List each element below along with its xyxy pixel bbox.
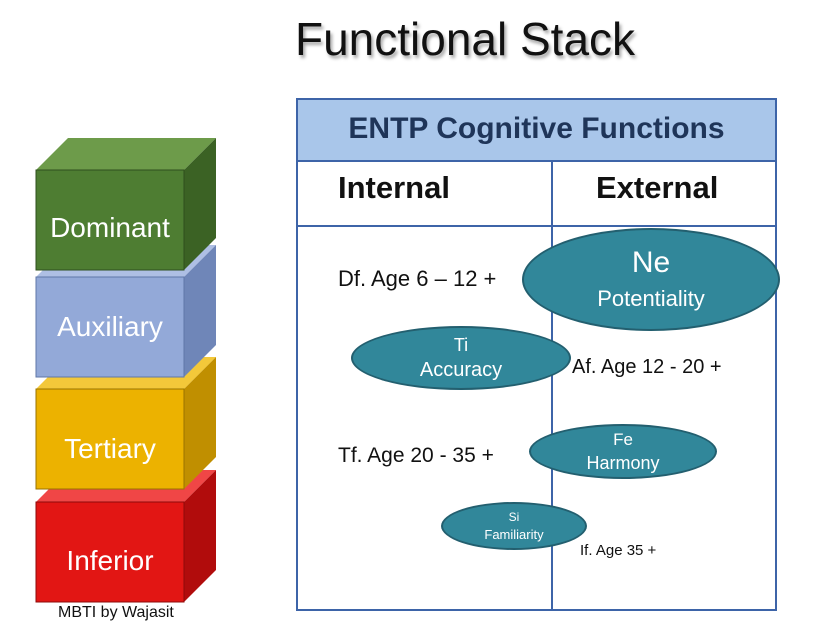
column-header-internal: Internal [338, 170, 450, 205]
age-label-tertiary: Tf. Age 20 - 35 + [338, 444, 494, 467]
stack-label-inferior: Inferior [66, 545, 153, 576]
stack-label-tertiary: Tertiary [64, 433, 156, 464]
function-name-fe: Harmony [586, 452, 660, 473]
age-label-inferior: If. Age 35 + [580, 542, 657, 559]
function-ellipse-fe: Fe Harmony [529, 424, 717, 479]
function-name-ne: Potentiality [597, 285, 705, 311]
function-ellipse-si: Si Familiarity [441, 502, 587, 550]
credit-text: MBTI by Wajasit [58, 604, 174, 621]
panel-header: ENTP Cognitive Functions [298, 100, 775, 162]
age-label-dominant: Df. Age 6 – 12 + [338, 266, 497, 291]
column-header-external: External [596, 170, 719, 205]
age-label-auxiliary: Af. Age 12 - 20 + [572, 356, 722, 378]
function-abbr-si: Si [508, 509, 520, 524]
function-name-si: Familiarity [484, 526, 544, 542]
function-abbr-ne: Ne [631, 245, 671, 279]
column-divider [551, 162, 553, 611]
function-abbr-fe: Fe [613, 429, 633, 449]
stack-block-inferior: Inferior [35, 470, 216, 603]
page-title: Functional Stack [294, 13, 636, 65]
stack-label-dominant: Dominant [50, 212, 170, 243]
header-divider [298, 225, 775, 227]
function-name-ti: Accuracy [419, 359, 503, 381]
functional-stack-diagram: Inferior Tertiary Auxiliary Dominant [35, 138, 216, 603]
function-ellipse-ne: Ne Potentiality [522, 228, 780, 331]
cognitive-functions-panel: ENTP Cognitive Functions Internal Extern… [296, 98, 780, 611]
stack-block-auxiliary: Auxiliary [35, 245, 216, 378]
stack-block-dominant: Dominant [35, 138, 216, 271]
function-abbr-ti: Ti [453, 335, 469, 355]
stack-label-auxiliary: Auxiliary [57, 311, 163, 342]
function-ellipse-ti: Ti Accuracy [351, 326, 571, 390]
